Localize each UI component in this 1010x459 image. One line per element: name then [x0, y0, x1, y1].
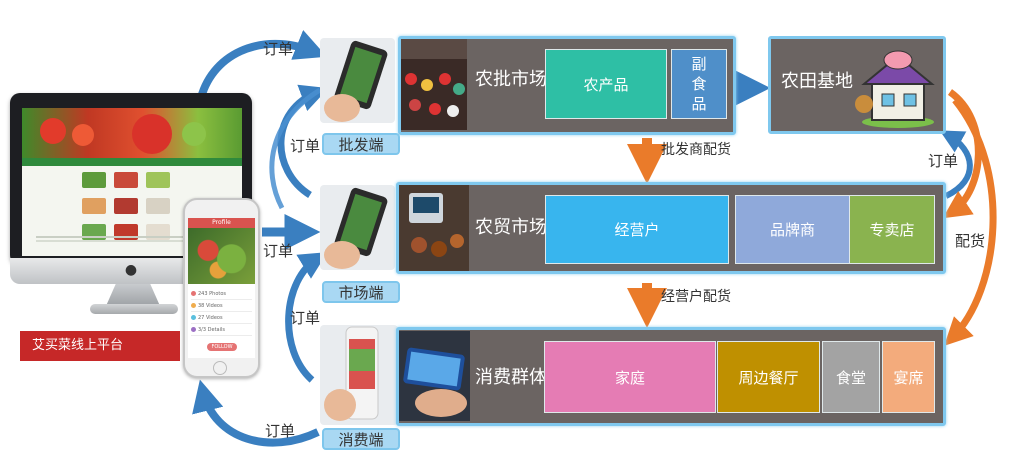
order-arrow-top — [196, 30, 327, 106]
order-label-top: 订单 — [263, 40, 294, 58]
app-follow-button: FOLLOW — [207, 343, 237, 351]
wholesale-market-title: 农批市场 — [475, 69, 547, 90]
brands-cell: 品牌商 — [735, 195, 850, 264]
monitor-stand-base — [90, 304, 178, 314]
platform-label: 艾买菜线上平台 — [20, 331, 180, 361]
merchant-delivery-label: 经营户配货 — [661, 289, 731, 305]
delivery-label-right: 配货 — [955, 232, 986, 250]
wholesale-device-label: 批发端 — [322, 133, 400, 155]
app-list-item: 3/3 Details — [191, 326, 252, 336]
app-list-item: 243 Photos — [191, 290, 252, 300]
order-label-right: 订单 — [928, 152, 959, 170]
phone-in-hand-image — [320, 325, 398, 425]
app-header: Profile — [188, 218, 255, 228]
canteens-cell: 食堂 — [822, 341, 880, 413]
desktop-screen — [22, 108, 242, 256]
apple-icon: ● — [124, 262, 138, 278]
app-list-item: 27 Videos — [191, 314, 252, 324]
order-arrow-bottom — [192, 379, 320, 447]
wholesaler-delivery-label: 批发商配货 — [661, 142, 731, 158]
screen-nav-bar — [22, 158, 242, 166]
market-stall-image — [399, 185, 469, 271]
farmhouse-illustration — [855, 50, 935, 128]
smartphone-screen: Profile 243 Photos 38 Videos 27 Videos 3… — [188, 218, 255, 358]
merchants-cell: 经营户 — [545, 195, 729, 264]
farmers-market-title: 农贸市场 — [475, 217, 547, 238]
consumers-photo — [399, 331, 470, 421]
market-device-label: 市场端 — [322, 281, 400, 303]
order-label-left-lower: 订单 — [290, 309, 321, 327]
order-label-middle: 订单 — [263, 242, 294, 260]
farmers-market-photo — [399, 185, 469, 271]
agri-products-cell: 农产品 — [545, 49, 667, 119]
tablet-in-hand-image — [320, 185, 395, 270]
app-vegetable-photo — [188, 228, 255, 284]
order-arrow-left-lower — [285, 252, 328, 383]
consumer-device-label: 消费端 — [322, 428, 400, 450]
screen-footer-text — [36, 236, 228, 238]
phone-home-button — [213, 361, 227, 375]
consumers-title: 消费群体 — [475, 367, 547, 388]
order-label-bottom: 订单 — [265, 422, 296, 440]
farm-base-title: 农田基地 — [781, 71, 853, 92]
farmhouse-icon — [852, 42, 940, 130]
order-label-left-upper: 订单 — [290, 137, 321, 155]
smartphone-hand-image — [399, 331, 470, 421]
tablet-hand-icon — [324, 187, 388, 269]
order-arrow-phone-up — [269, 87, 322, 210]
market-crowd-image — [401, 39, 467, 130]
monitor-stand-neck — [106, 284, 160, 306]
non-staple-food-cell: 副食品 — [671, 49, 727, 119]
order-arrow-right — [939, 130, 973, 199]
banquets-cell: 宴席 — [882, 341, 935, 413]
tablet-hand-icon — [324, 40, 388, 122]
households-cell: 家庭 — [544, 341, 716, 413]
nearby-restaurants-cell: 周边餐厅 — [717, 341, 820, 413]
delivery-arc-to-consumers — [944, 97, 997, 346]
app-list-item: 38 Videos — [191, 302, 252, 312]
phone-hand-icon — [324, 326, 379, 421]
tablet-in-hand-image — [320, 38, 395, 123]
screen-hero-banner — [22, 108, 242, 158]
wholesale-market-photo — [401, 39, 467, 130]
specialty-stores-cell: 专卖店 — [849, 195, 935, 264]
